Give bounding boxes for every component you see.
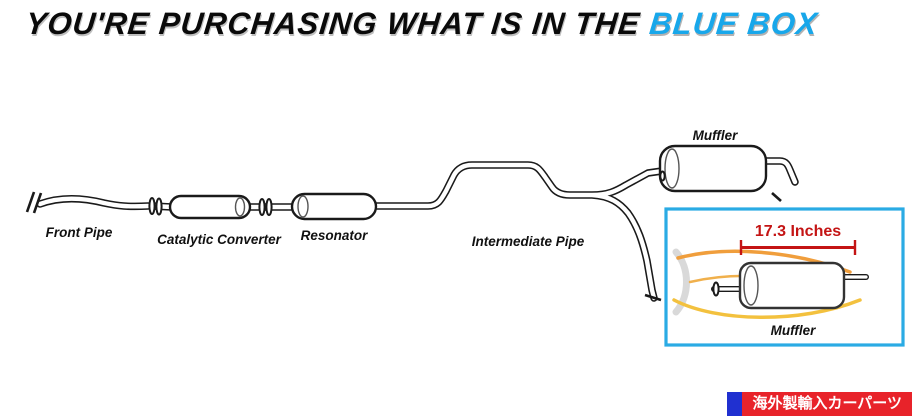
label-resonator: Resonator: [301, 228, 369, 243]
label-muffler-top: Muffler: [693, 128, 738, 143]
front-pipe-flange: [25, 191, 43, 214]
measurement-text: 17.3 Inches: [755, 223, 841, 240]
pipe-flanges: [148, 197, 273, 216]
catalytic-converter-part: [168, 194, 252, 220]
resonator-part: [290, 192, 378, 221]
label-catalytic-converter: Catalytic Converter: [157, 232, 282, 247]
banner-text: 海外製輸入カーパーツ: [742, 392, 912, 416]
blue-box: 17.3 Inches Muffler: [664, 207, 905, 347]
banner-accent-square: [727, 392, 743, 416]
measurement-line: [739, 240, 857, 255]
label-muffler-boxed: Muffler: [771, 323, 816, 338]
footer-banner: 海外製輸入カーパーツ: [727, 392, 912, 416]
label-front-pipe: Front Pipe: [46, 225, 113, 240]
label-intermediate-pipe: Intermediate Pipe: [472, 234, 585, 249]
tailpipe-hanger: [644, 293, 662, 302]
muffler-illustration: [711, 261, 869, 310]
muffler-part: [658, 144, 782, 202]
